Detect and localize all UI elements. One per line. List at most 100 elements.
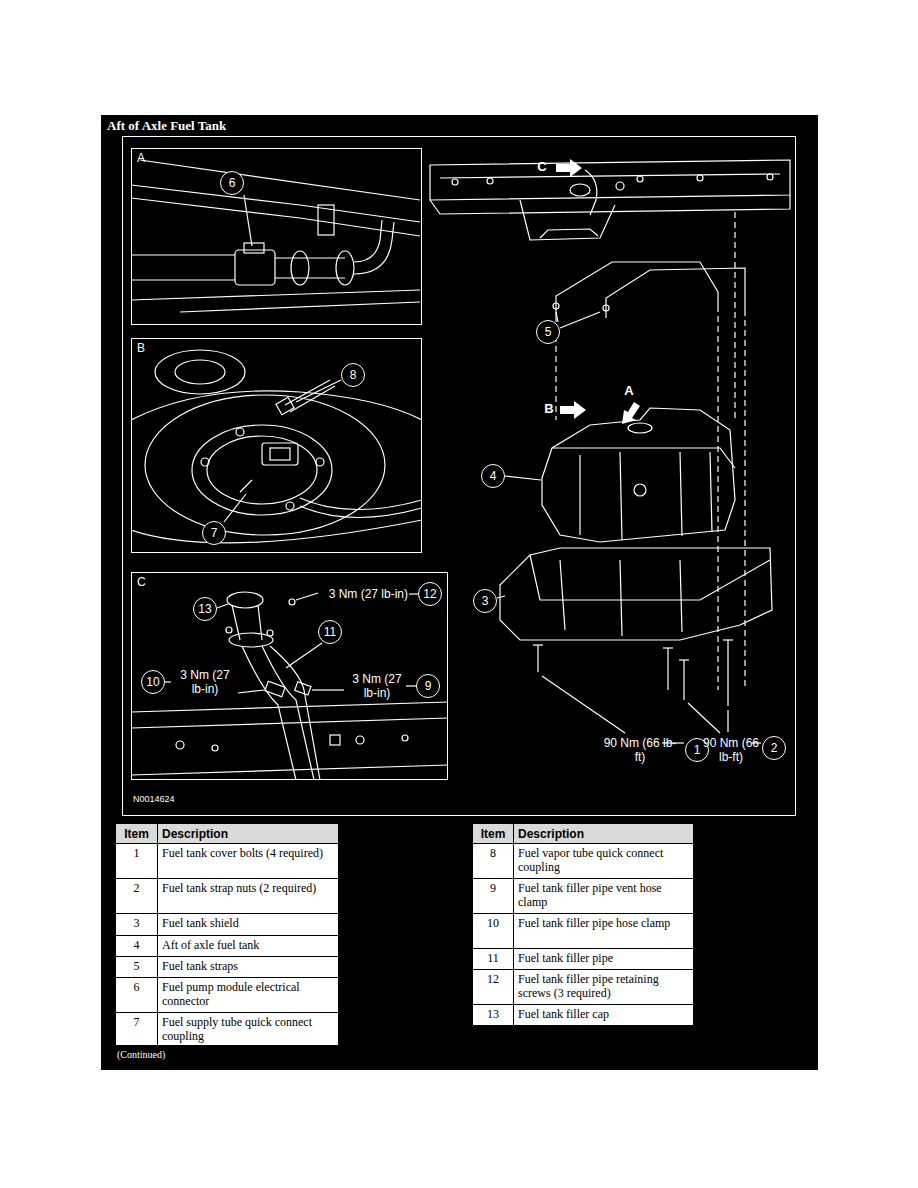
table-cell: 1 [116,844,158,879]
inset-a-drawing [235,250,275,285]
inset-b-drawing [201,458,209,466]
inset-a-drawing [275,277,345,278]
table-cell: Fuel pump module electrical connector [158,978,339,1013]
callout-text: 11 [324,625,336,639]
item-description: Fuel supply tube quick connect coupling [162,1015,312,1043]
main-drawing [430,160,790,743]
item-description: Aft of axle fuel tank [162,938,259,952]
inset-a-drawing [180,302,420,312]
callout-number: 8 [341,363,365,387]
view-arrows [622,402,640,424]
main-drawing [679,659,689,660]
main-drawing [727,640,728,706]
item-number: 11 [487,951,499,965]
callout-text: 9 [425,679,432,693]
item-number: 5 [134,959,140,973]
main-drawing [603,305,609,311]
figure-title: Aft of Axle Fuel Tank [107,118,226,134]
main-drawing [683,660,684,700]
parts-table-body: ItemDescription1Fuel tank cover bolts (4… [116,824,339,1046]
callout-text: 4 [490,469,497,483]
inset-a-drawing [244,195,252,246]
view-letter: B [540,402,558,416]
inset-c-drawing [270,646,320,780]
parts-table: ItemDescription1Fuel tank cover bolts (4… [115,823,339,1046]
table-cell: Aft of axle fuel tank [158,936,339,957]
table-cell: Fuel tank filler pipe vent hose clamp [514,879,694,914]
main-drawing [579,455,580,535]
inset-b-drawing [300,498,422,510]
inset-c-drawing [409,593,418,594]
main-drawing [727,710,728,732]
inset-c-drawing [265,681,285,697]
inset-b-drawing [224,494,246,522]
inset-b-drawing [276,397,294,414]
inset-b-drawing [290,386,335,412]
table-cell: Fuel tank shield [158,914,339,936]
callout-number: 3 [473,589,497,613]
callout-number: 12 [418,582,442,606]
inset-c-drawing [295,682,311,695]
main-drawing [487,178,493,184]
callout-text: 2 [771,741,778,755]
callout-text: 6 [229,176,236,190]
view-arrows [556,159,640,424]
inset-c-drawing [226,627,232,633]
table-row: 13Fuel tank filler cap [473,1005,694,1026]
inset-c-drawing [312,689,344,690]
inset-c-drawing [356,736,364,744]
inset-a-drawing [336,251,354,285]
inset-a-drawing [131,279,235,280]
table-row: 2 Fuel tank strap nuts (2 required) [116,879,339,914]
table-cell: Fuel tank filler cap [514,1005,694,1026]
callout-number: 7 [202,521,226,545]
item-number: 1 [134,846,140,860]
table-cell: 10 [473,914,514,949]
item-number: 4 [134,938,140,952]
main-drawing [628,423,652,433]
table-cell: Fuel vapor tube quick connect coupling [514,844,694,879]
torque-spec: 3 Nm (27 lb-in) [300,587,408,601]
table-header: Item [481,827,506,841]
callout-text: 7 [211,526,218,540]
main-drawing [620,560,622,636]
inset-a-drawing [354,222,394,274]
table-cell: 2 [116,879,158,914]
table-row: 1Fuel tank cover bolts (4 required) [116,844,339,879]
inset-a-drawing [140,160,420,200]
black-ground [101,115,818,1070]
table-cell: 8 [473,844,514,879]
item-number: 10 [487,916,499,930]
callout-number: 2 [762,736,786,760]
main-drawing [530,555,770,600]
callout-text: 12 [423,587,436,601]
table-cell: 9 [473,879,514,914]
inset-b-drawing [286,502,294,510]
main-drawing [430,195,790,214]
callout-number: 4 [481,464,505,488]
callout-number: 13 [193,597,217,621]
main-drawing [553,303,559,309]
main-drawing [744,310,745,690]
item-description: Fuel tank strap nuts (2 required) [162,881,316,895]
figure-frame [123,137,796,816]
table-cell: Fuel supply tube quick connect coupling [158,1013,339,1046]
inset-b-drawing [155,350,245,394]
item-description: Fuel tank filler pipe hose clamp [518,916,670,930]
main-drawing [497,596,505,598]
main-drawing [710,452,712,532]
inset-a-drawing [275,257,345,258]
inset-c-drawing [289,599,295,605]
table-row: 4 Aft of axle fuel tank [116,936,339,957]
inset-b-drawing [145,395,385,535]
inset-c-drawing [217,604,228,608]
torque-spec: 90 Nm (66 lb-ft) [700,736,762,764]
view-letter: A [620,384,638,398]
inset-c-drawing [402,735,408,741]
inset-a-drawing [131,254,235,255]
table-row: 7Fuel supply tube quick connect coupling [116,1013,339,1046]
inset-c-drawing [131,592,448,780]
inset-b-drawing [262,443,298,465]
main-drawing [606,268,745,318]
